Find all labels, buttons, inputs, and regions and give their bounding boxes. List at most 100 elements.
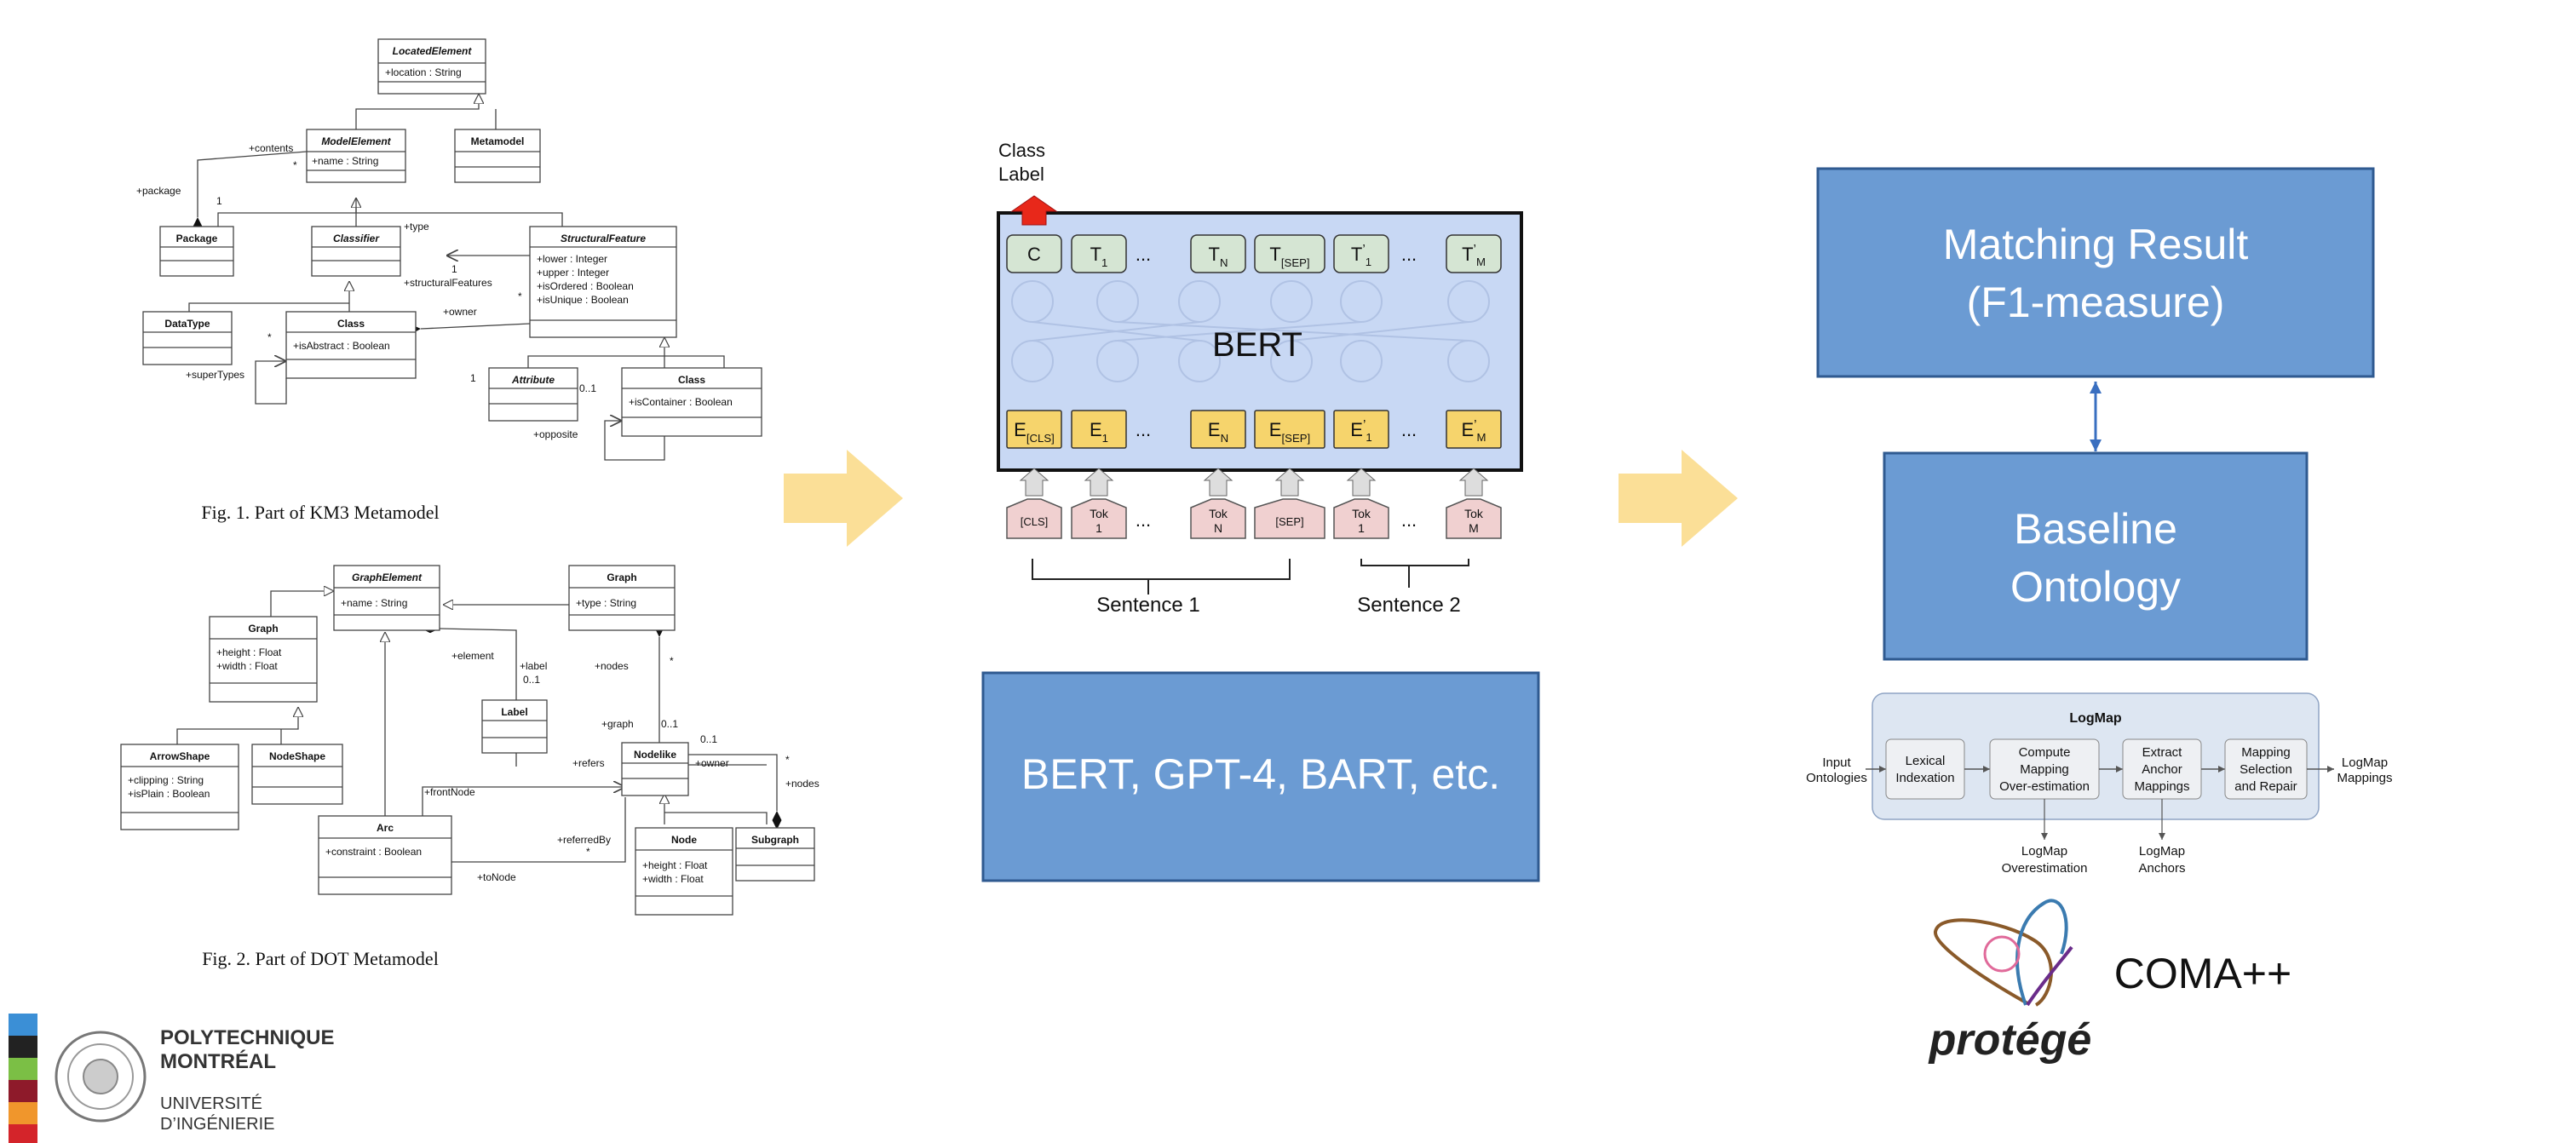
km3-label-contents: +contents: [249, 142, 293, 154]
dot-subgraph-nodes: [688, 754, 782, 830]
dot-front-node: [422, 787, 625, 824]
logmap-output-line2: Mappings: [2337, 771, 2392, 785]
bert-output-token-4: [1333, 234, 1389, 273]
bert-embedding-token-5: [1446, 410, 1502, 449]
dot-label-label: +label: [520, 660, 547, 672]
km3-caption: Fig. 1. Part of KM3 Metamodel: [201, 502, 439, 523]
bert-input-arrow-5: [1458, 468, 1489, 497]
km3-metamodel-box: [454, 129, 541, 183]
bert-input-arrow-1: [1084, 468, 1114, 497]
km3-model-element-name: ModelElement: [321, 135, 391, 147]
km3-texts: LocatedElement +location : String ModelE…: [136, 45, 733, 440]
km3-sf-attr-2: +isOrdered : Boolean: [537, 280, 634, 292]
dot-node-shape-box: [251, 744, 343, 805]
km3-label-star2: *: [518, 290, 522, 302]
dot-label-star-ref: *: [586, 846, 590, 858]
km3-attribute-name: Attribute: [511, 374, 555, 386]
logo-stripe-6: [9, 1124, 37, 1143]
dot-graph-box: [209, 616, 318, 703]
logmap-input-line2: Ontologies: [1806, 771, 1867, 785]
bert-input-token-label-2-1: N: [1214, 521, 1222, 535]
dot-label-referred-by: +referredBy: [557, 834, 611, 846]
km3-datatype-box: [142, 311, 233, 365]
logmap-step1-line2: Over-estimation: [1999, 779, 2090, 794]
bert-ellipsis-0: ...: [1136, 244, 1151, 265]
km3-attribute-box: [488, 367, 578, 422]
dot-arrow-shape-attr-0: +clipping : String: [128, 774, 204, 786]
bert-output-token-label-5: T’M: [1462, 243, 1486, 268]
dot-label-box: [481, 699, 548, 754]
logmap-step-lexical: [1885, 738, 1965, 800]
dot-graph-attr-1: +width : Float: [216, 660, 278, 672]
polytechnique-logo: POLYTECHNIQUE MONTRÉAL UNIVERSITÉ D’INGÉ…: [9, 1014, 334, 1143]
coma-label: COMA++: [2114, 950, 2291, 997]
km3-label-one2: 1: [451, 263, 457, 275]
km3-class1-name: Class: [337, 318, 365, 330]
dot-label-front-node: +frontNode: [424, 786, 475, 798]
bert-embedding-token-label-0: E[CLS]: [1014, 419, 1055, 445]
km3-package-name: Package: [176, 233, 218, 244]
dot-label-owner-mult: 0..1: [700, 733, 717, 745]
dot-label-to-node: +toNode: [477, 871, 516, 883]
dot-arc-attr: +constraint : Boolean: [325, 846, 422, 858]
km3-class1-box: [285, 311, 417, 379]
bert-network-circles: [1011, 280, 1490, 382]
dot-arc-name: Arc: [377, 822, 394, 834]
bert-input-token-label-1-1: 1: [1095, 521, 1102, 535]
bert-embedding-token-label-4: E’1: [1350, 418, 1371, 444]
km3-label-supertypes: +superTypes: [186, 369, 244, 381]
logmap-overest-line2: Overestimation: [2002, 861, 2088, 876]
km3-package-box: [159, 226, 234, 277]
bert-ellipsis-3: ...: [1401, 419, 1417, 440]
km3-inherit-modelelement: [355, 94, 479, 129]
dot-label-sub-nodes: +nodes: [785, 778, 819, 790]
logmap-anchors-line2: Anchors: [2138, 861, 2185, 876]
logo-line1: POLYTECHNIQUE: [160, 1026, 334, 1049]
bert-embedding-token-label-2: EN: [1208, 419, 1228, 445]
bert-output-token-0: [1006, 234, 1062, 273]
bert-class-label-line1: Class: [998, 140, 1045, 161]
km3-opposite-loop: [604, 421, 665, 461]
dot-node-box: [635, 827, 733, 916]
dot-label-graph-mult: 0..1: [661, 718, 678, 730]
logo-line3: UNIVERSITÉ: [160, 1094, 262, 1113]
bert-input-arrow-4: [1346, 468, 1377, 497]
bert-input-token-label-3: [SEP]: [1275, 515, 1303, 528]
km3-located-element-box: [377, 38, 486, 95]
bert-title: BERT: [1212, 326, 1302, 364]
logmap-step0-line1: Indexation: [1895, 771, 1954, 785]
logmap-title: LogMap: [2069, 711, 2122, 726]
km3-generalization-bar: [217, 212, 563, 227]
logmap-overest-line1: LogMap: [2021, 844, 2067, 859]
logo-stripe-1: [9, 1014, 37, 1036]
logmap-step3-line0: Mapping: [2241, 745, 2291, 760]
bert-ellipsis-1: ...: [1401, 244, 1417, 265]
bert-class-label-line2: Label: [998, 164, 1044, 185]
dot-node-attr-0: +height : Float: [642, 859, 708, 871]
km3-feature-bar: [527, 355, 725, 368]
bert-embedding-token-3: [1254, 410, 1325, 449]
bert-input-token-4: [1333, 498, 1389, 539]
dot-subgraph-name: Subgraph: [751, 834, 799, 846]
km3-label-package: +package: [136, 185, 181, 197]
dot-node-name: Node: [671, 834, 697, 846]
logmap-step2-line1: Anchor: [2142, 762, 2182, 777]
models-box-label: BERT, GPT-4, BART, etc.: [1021, 750, 1500, 798]
dot-arc-box: [318, 815, 452, 895]
dot-arrow-shape-box: [120, 744, 239, 830]
bert-input-token-0: [1006, 498, 1062, 539]
matching-result-box: Matching Result (F1-measure): [1816, 167, 2375, 378]
bert-embedding-token-label-5: E’M: [1461, 418, 1486, 444]
protege-swirl-icon: [1934, 918, 2053, 1007]
logmap-input-line1: Input: [1822, 755, 1851, 770]
km3-class2-attr: +isContainer : Boolean: [629, 396, 733, 408]
bert-embedding-token-0: [1006, 410, 1062, 449]
dot-graph-top-box: [568, 565, 676, 631]
dot-label-refers: +refers: [572, 757, 605, 769]
bert-embedding-token-2: [1190, 410, 1246, 449]
bert-sentence2: Sentence 2: [1357, 594, 1460, 617]
bert-input-token-label-4-0: Tok: [1352, 507, 1371, 520]
dot-label-label-mult: 0..1: [523, 674, 540, 686]
dot-boxes: [120, 565, 815, 916]
